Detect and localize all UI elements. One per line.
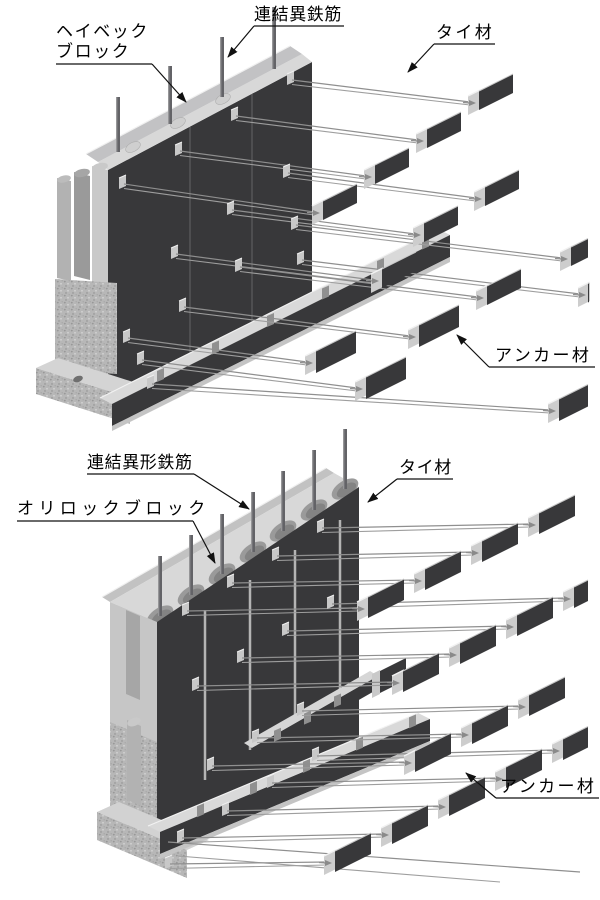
label-connecting-rebar-1: 連結異鉄筋 [254, 5, 342, 25]
label-heibec-block-line1: ヘイベック [56, 22, 149, 42]
label-heibec-block-line2: ブロック [56, 42, 131, 62]
label-tie-material-1: タイ材 [436, 23, 495, 43]
label-anchor-material-1: アンカー材 [495, 346, 592, 366]
label-connecting-deformed-rebar-2: 連結異形鉄筋 [87, 453, 193, 473]
label-heibec-block: ヘイベック ブロック [56, 22, 149, 62]
label-orilock-block: オリロックブロック [17, 499, 210, 519]
label-tie-material-2: タイ材 [399, 458, 452, 478]
label-anchor-material-2: アンカー材 [500, 777, 597, 797]
